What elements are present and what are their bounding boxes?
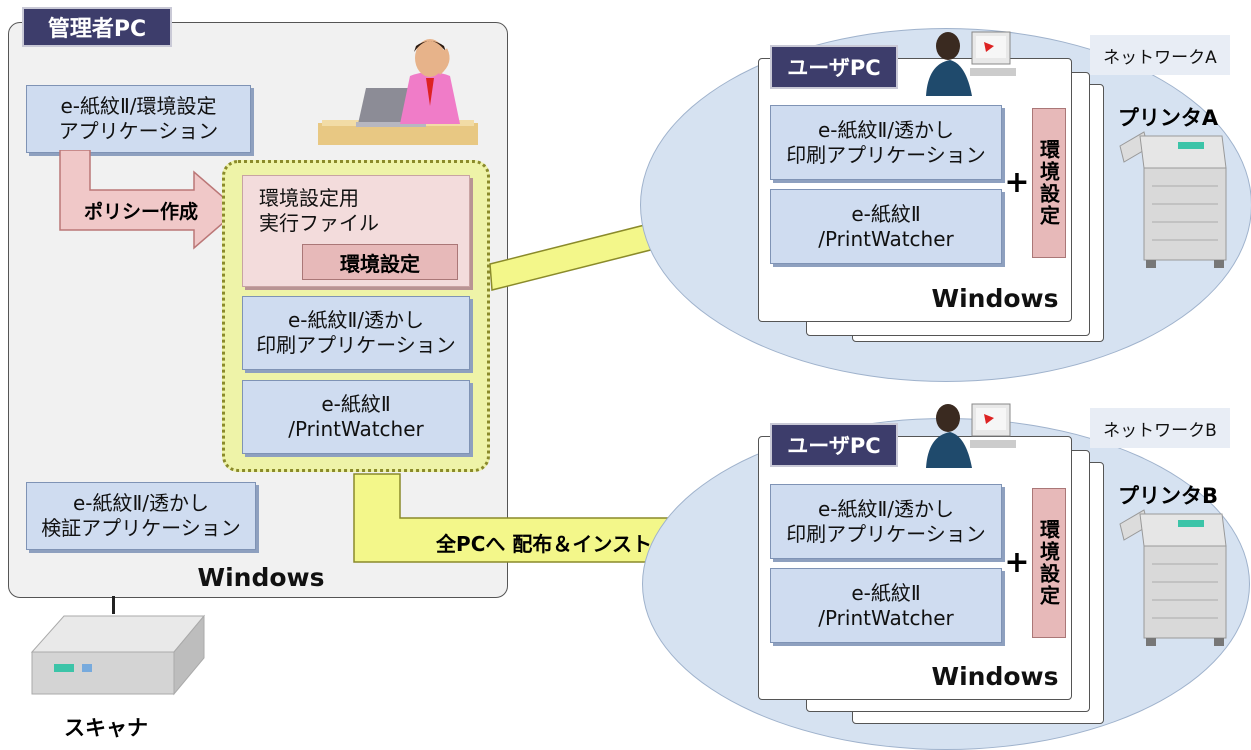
- network-a-user-tag: ユーザPC: [770, 45, 898, 89]
- network-b-watermark-line1: e-紙紋Ⅱ/透かし: [817, 496, 955, 521]
- network-a-watermark-app-box: e-紙紋Ⅱ/透かし 印刷アプリケーション: [770, 105, 1002, 180]
- network-b-label: ネットワークB: [1090, 408, 1230, 448]
- network-a-watcher-line1: e-紙紋Ⅱ: [851, 201, 921, 226]
- admin-watcher-box: e-紙紋Ⅱ /PrintWatcher: [242, 380, 470, 454]
- exe-line1: 環境設定用: [259, 186, 359, 210]
- network-a-watermark-line2: 印刷アプリケーション: [786, 142, 986, 167]
- admin-os-label: Windows: [197, 563, 325, 592]
- policy-label: ポリシー作成: [83, 201, 198, 223]
- network-a-settings-box: 環境設定: [1032, 108, 1066, 258]
- admin-watcher-line1: e-紙紋Ⅱ: [321, 392, 391, 416]
- network-b-user-at-pc-icon: [926, 403, 1016, 468]
- admin-watermark-line1: e-紙紋Ⅱ/透かし: [287, 308, 425, 332]
- network-b-watermark-app-box: e-紙紋Ⅱ/透かし 印刷アプリケーション: [770, 484, 1002, 559]
- admin-person-icon: [318, 39, 478, 145]
- network-a-plus: +: [1004, 165, 1030, 200]
- printer-b-label: プリンタB: [1117, 484, 1218, 508]
- network-b-plus: +: [1004, 545, 1030, 580]
- network-b-user-tag: ユーザPC: [770, 423, 898, 467]
- network-b-watcher-box: e-紙紋Ⅱ /PrintWatcher: [770, 568, 1002, 643]
- printer-a-label: プリンタA: [1117, 106, 1219, 130]
- network-b-settings-box: 環境設定: [1032, 488, 1066, 638]
- config-app-line2: アプリケーション: [58, 119, 219, 143]
- policy-arrow: [59, 150, 240, 250]
- printer-a-icon: [1119, 131, 1227, 268]
- network-a-user-at-pc-icon: [926, 31, 1016, 96]
- network-b-watermark-line2: 印刷アプリケーション: [786, 521, 986, 546]
- exe-line2: 実行ファイル: [259, 211, 379, 235]
- exe-settings-chip: 環境設定: [302, 244, 458, 280]
- admin-watermark-line2: 印刷アプリケーション: [256, 333, 456, 357]
- verify-app-box: e-紙紋Ⅱ/透かし 検証アプリケーション: [26, 482, 256, 550]
- verify-app-line1: e-紙紋Ⅱ/透かし: [72, 491, 210, 515]
- config-app-line1: e-紙紋Ⅱ/環境設定: [60, 94, 217, 118]
- scanner-icon: [30, 614, 206, 696]
- network-a-os-label: Windows: [931, 284, 1059, 313]
- network-b-watcher-line2: /PrintWatcher: [818, 605, 954, 630]
- printer-b-icon: [1119, 509, 1227, 646]
- network-a-watcher-box: e-紙紋Ⅱ /PrintWatcher: [770, 189, 1002, 264]
- config-app-box: e-紙紋Ⅱ/環境設定 アプリケーション: [26, 85, 251, 153]
- network-a-watermark-line1: e-紙紋Ⅱ/透かし: [817, 117, 955, 142]
- scanner-label: スキャナ: [64, 716, 148, 740]
- verify-app-line2: 検証アプリケーション: [41, 516, 241, 540]
- admin-watermark-app-box: e-紙紋Ⅱ/透かし 印刷アプリケーション: [242, 296, 470, 370]
- network-a-watcher-line2: /PrintWatcher: [818, 226, 954, 251]
- admin-pc-tag: 管理者PC: [22, 7, 172, 47]
- scanner-cable: [112, 596, 115, 614]
- admin-watcher-line2: /PrintWatcher: [288, 417, 424, 441]
- network-b-watcher-line1: e-紙紋Ⅱ: [851, 580, 921, 605]
- network-a-label: ネットワークA: [1090, 35, 1230, 75]
- network-b-os-label: Windows: [931, 662, 1059, 691]
